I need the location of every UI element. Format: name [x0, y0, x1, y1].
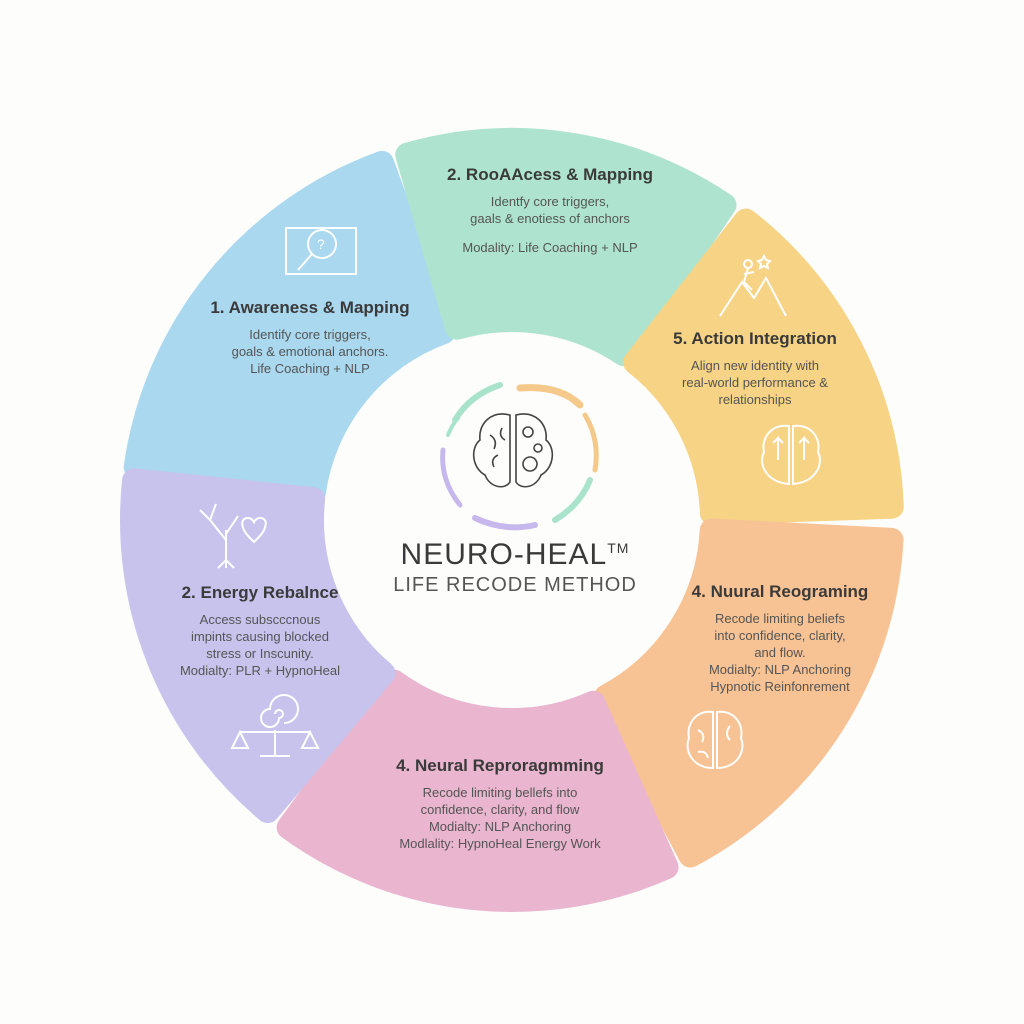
- segment-modality: Modality: Life Coaching + NLP: [462, 240, 638, 255]
- segment-line: Modialty: NLP Anchoring: [428, 819, 572, 834]
- svg-text:?: ?: [317, 236, 325, 252]
- segment-energy-rebalance: 2. Energy Rebalnce Access subscccnous im…: [140, 583, 380, 679]
- segment-line: Align new identity with: [691, 358, 819, 373]
- segment-awareness-shape: [123, 150, 456, 505]
- brain-arrows-icon: [761, 424, 821, 486]
- segment-line: impints causing blocked: [190, 629, 330, 644]
- segment-line: into confidence, clarity,: [714, 628, 846, 643]
- logo-swirl: [440, 382, 599, 531]
- segment-line: Modlality: HypnoHeal Energy Work: [399, 836, 601, 851]
- segment-line: relationships: [718, 392, 792, 407]
- segment-title: 2. Energy Rebalnce: [181, 583, 339, 602]
- segment-line: Life Coaching + NLP: [250, 361, 370, 376]
- trademark: TM: [607, 540, 630, 556]
- logo-title: NEURO-HEALTM: [380, 538, 650, 572]
- segment-line: Modialty: NLP Anchoring: [708, 662, 852, 677]
- map-search-icon: ?: [285, 227, 357, 275]
- segment-line: Modialty: PLR + HypnoHeal: [179, 663, 341, 678]
- logo-title-text: NEURO-HEAL: [400, 538, 608, 571]
- brain-icon: [686, 710, 744, 770]
- segment-line: Recode limiting beliefs: [714, 611, 846, 626]
- segment-awareness: 1. Awareness & Mapping Identify core tri…: [180, 298, 440, 377]
- segment-line: confidence, clarity, and flow: [420, 802, 580, 817]
- segment-action-shape: [623, 208, 904, 526]
- segment-title: 4. Neural Reproragmming: [396, 756, 604, 775]
- segment-title: 4. Nuural Reograming: [691, 582, 869, 601]
- segment-energy-shape: [120, 468, 396, 824]
- segment-root-access: 2. RooAAcess & Mapping Identfy core trig…: [400, 165, 700, 256]
- segment-line: goals & emotional anchors.: [231, 344, 389, 359]
- brain-gears-icon: [472, 413, 554, 488]
- spiral-balance-icon: [230, 694, 320, 757]
- segment-neural-right: 4. Nuural Reograming Recode limiting bel…: [670, 582, 890, 695]
- segment-root-access-shape: [395, 128, 737, 367]
- segment-line: Identify core triggers,: [249, 327, 371, 342]
- segment-title: 5. Action Integration: [673, 329, 837, 348]
- segment-neural-right-shape: [593, 518, 904, 868]
- segment-line: real-world performance &: [682, 375, 828, 390]
- segment-line: gaals & enotiess of anchors: [470, 211, 630, 226]
- segment-line: and flow.: [754, 645, 806, 660]
- segment-line: Hypnotic Reinfonrement: [710, 679, 850, 694]
- segment-line: stress or Inscunity.: [206, 646, 314, 661]
- segment-line: Access subscccnous: [199, 612, 321, 627]
- segment-title: 2. RooAAcess & Mapping: [447, 165, 653, 184]
- tree-heart-icon: [199, 503, 267, 569]
- logo-subtitle: LIFE RECODE METHOD: [393, 574, 637, 596]
- segment-neural-bottom: 4. Neural Reproragmming Recode limiting …: [350, 756, 650, 852]
- segment-title: 1. Awareness & Mapping: [210, 298, 410, 317]
- climber-mountain-icon: [719, 253, 787, 317]
- segment-line: Recode limiting bellefs into: [422, 785, 578, 800]
- segment-neural-bottom-shape: [276, 669, 679, 912]
- segment-line: Identfy core triggers,: [490, 194, 610, 209]
- segment-action-integration: 5. Action Integration Align new identity…: [650, 329, 860, 408]
